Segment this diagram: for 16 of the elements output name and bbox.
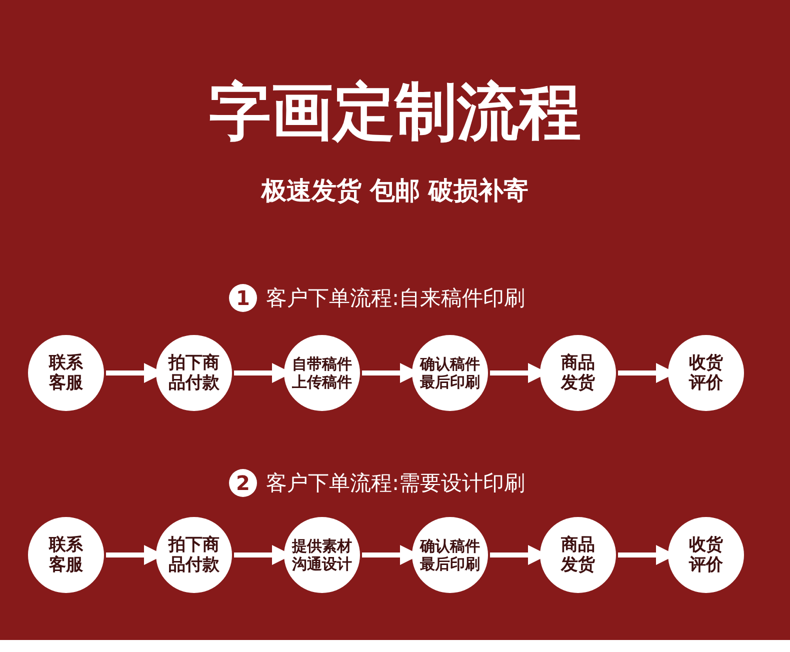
step-label: 收货评价: [688, 534, 724, 576]
step-label: 收货评价: [688, 352, 724, 394]
step-label: 商品发货: [560, 534, 596, 576]
title: 字画定制流程: [209, 75, 581, 148]
step-label: 自带稿件上传稿件: [292, 355, 352, 391]
step-label: 提供素材沟通设计: [292, 537, 352, 573]
section-heading: 客户下单流程:需要设计印刷: [266, 470, 526, 497]
step-label: 确认稿件最后印刷: [420, 355, 480, 391]
subtitle: 极速发货 包邮 破损补寄: [261, 176, 529, 205]
step-label: 联系客服: [48, 534, 84, 576]
step-label: 联系客服: [48, 352, 84, 394]
step-label: 拍下商品付款: [168, 534, 220, 576]
step-label: 确认稿件最后印刷: [420, 537, 480, 573]
step-label: 拍下商品付款: [168, 352, 220, 394]
section-heading: 客户下单流程:自来稿件印刷: [266, 285, 526, 312]
step-label: 商品发货: [560, 352, 596, 394]
